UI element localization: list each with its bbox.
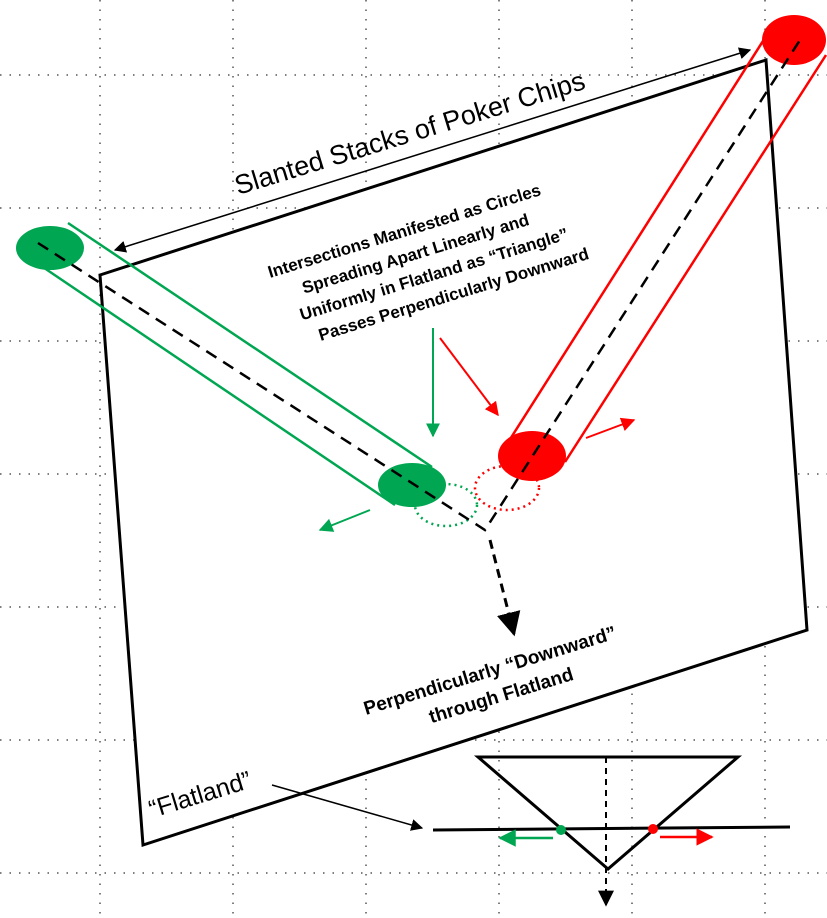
inset-green-point — [556, 825, 566, 835]
green-dotted-circle — [413, 482, 479, 528]
green-top-chip — [16, 226, 84, 270]
inset-red-point — [648, 824, 658, 834]
red-dotted-circle — [473, 464, 541, 512]
inset-flatland-line — [432, 825, 791, 832]
red-intersection-chip — [498, 431, 566, 481]
triangle-dashed-axis — [37, 39, 802, 532]
flatland-pointer-arrow — [271, 784, 424, 831]
green-chip-stack — [16, 221, 479, 528]
green-spread-arrow — [318, 509, 371, 532]
stack-span-arrow — [113, 47, 752, 253]
red-spread-arrow — [585, 417, 636, 439]
inset-triangle — [473, 755, 743, 871]
downward-arrow — [488, 539, 521, 637]
inset-triangle-diagram — [432, 755, 791, 907]
red-pointer-arrow — [439, 337, 499, 417]
flatland-plane — [98, 57, 809, 848]
red-top-chip — [762, 15, 826, 65]
green-intersection-chip — [378, 463, 446, 507]
